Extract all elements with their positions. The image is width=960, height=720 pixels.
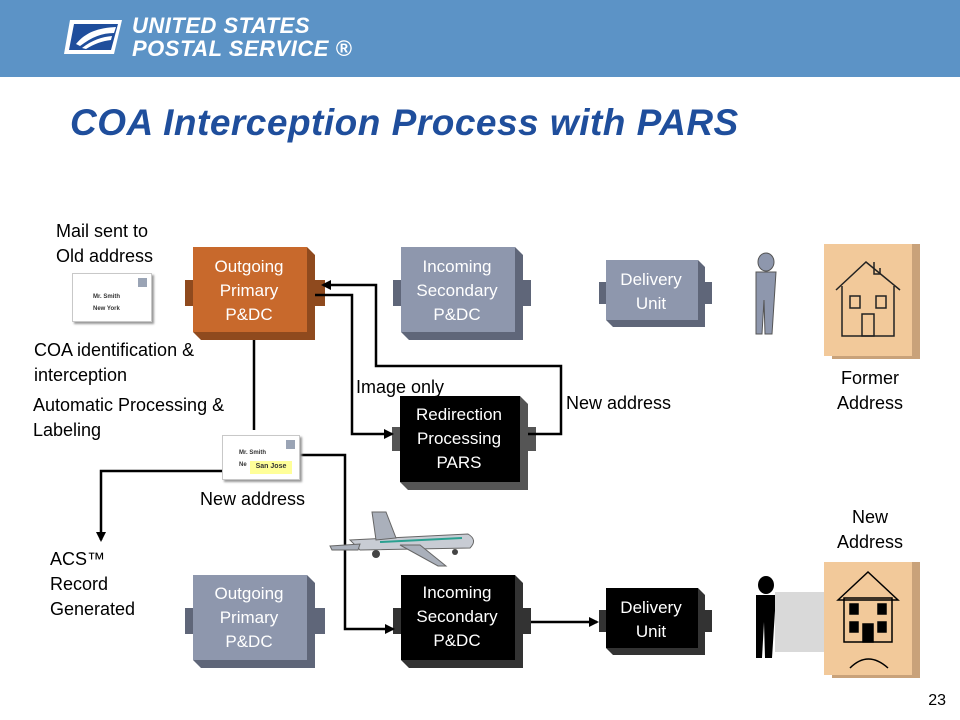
pars-block <box>392 396 536 490</box>
incoming-secondary-bottom-label: Incoming Secondary P&DC <box>416 583 498 650</box>
stamp-icon <box>286 440 295 449</box>
delivery-unit-top-block <box>599 260 712 327</box>
connector-lines <box>96 280 599 634</box>
new-address-house-label: New Address <box>836 507 904 552</box>
incoming-secondary-top-block <box>393 247 531 340</box>
brand-line-1: UNITED STATES <box>132 13 311 38</box>
stamp-icon <box>138 278 147 287</box>
delivery-unit-bottom-block <box>599 588 712 655</box>
new-house-icon <box>775 562 920 678</box>
former-address-label: Former Address <box>836 368 904 413</box>
page-number: 23 <box>928 692 946 709</box>
automatic-processing-label: Automatic Processing & Labeling <box>33 395 225 440</box>
delivery-unit-bottom-label: Delivery Unit <box>620 598 682 641</box>
arrow-to-incoming-bottom <box>300 453 395 634</box>
envelope-name: Mr. Smith <box>93 294 121 300</box>
incoming-secondary-bottom-block <box>393 575 531 668</box>
header-banner <box>0 0 960 77</box>
carrier-figure-top-icon <box>755 252 777 335</box>
arrow-to-acs <box>96 469 222 542</box>
usps-eagle-logo-icon <box>64 20 122 54</box>
brand-line-2: POSTAL SERVICE ® <box>132 36 353 61</box>
mail-sent-label: Mail sent to Old address <box>56 221 154 266</box>
outgoing-primary-top-block <box>185 247 325 340</box>
usps-brand: UNITED STATES POSTAL SERVICE ® <box>132 14 352 60</box>
page-title: COA Interception Process with PARS <box>70 102 739 143</box>
redirect-label-sticker: San Jose <box>250 461 292 474</box>
outgoing-primary-top-label: Outgoing Primary P&DC <box>214 257 284 324</box>
new-address-right-label: New address <box>566 393 672 413</box>
envelope-name: Mr. Smith <box>239 450 267 456</box>
acs-record-label: ACS™ Record Generated <box>50 549 136 619</box>
arrow-new-address-return <box>321 280 563 436</box>
coa-identification-label: COA identification & interception <box>34 340 195 385</box>
delivery-unit-top-label: Delivery Unit <box>620 270 682 313</box>
former-house-icon <box>824 244 920 359</box>
pars-label: Redirection Processing PARS <box>416 405 502 472</box>
arrow-to-pars <box>315 293 394 439</box>
airplane-icon <box>329 511 474 567</box>
outgoing-primary-bottom-block <box>185 575 325 668</box>
new-address-left-label: New address <box>200 489 306 509</box>
envelope-city-partial: Ne <box>239 462 247 468</box>
envelope-city: New York <box>93 306 120 312</box>
incoming-secondary-top-label: Incoming Secondary P&DC <box>416 257 498 324</box>
carrier-figure-bottom-icon <box>756 576 776 658</box>
outgoing-primary-bottom-label: Outgoing Primary P&DC <box>214 584 284 651</box>
envelope-old-address: Mr. Smith New York <box>72 273 152 322</box>
image-only-label: Image only <box>356 377 445 397</box>
